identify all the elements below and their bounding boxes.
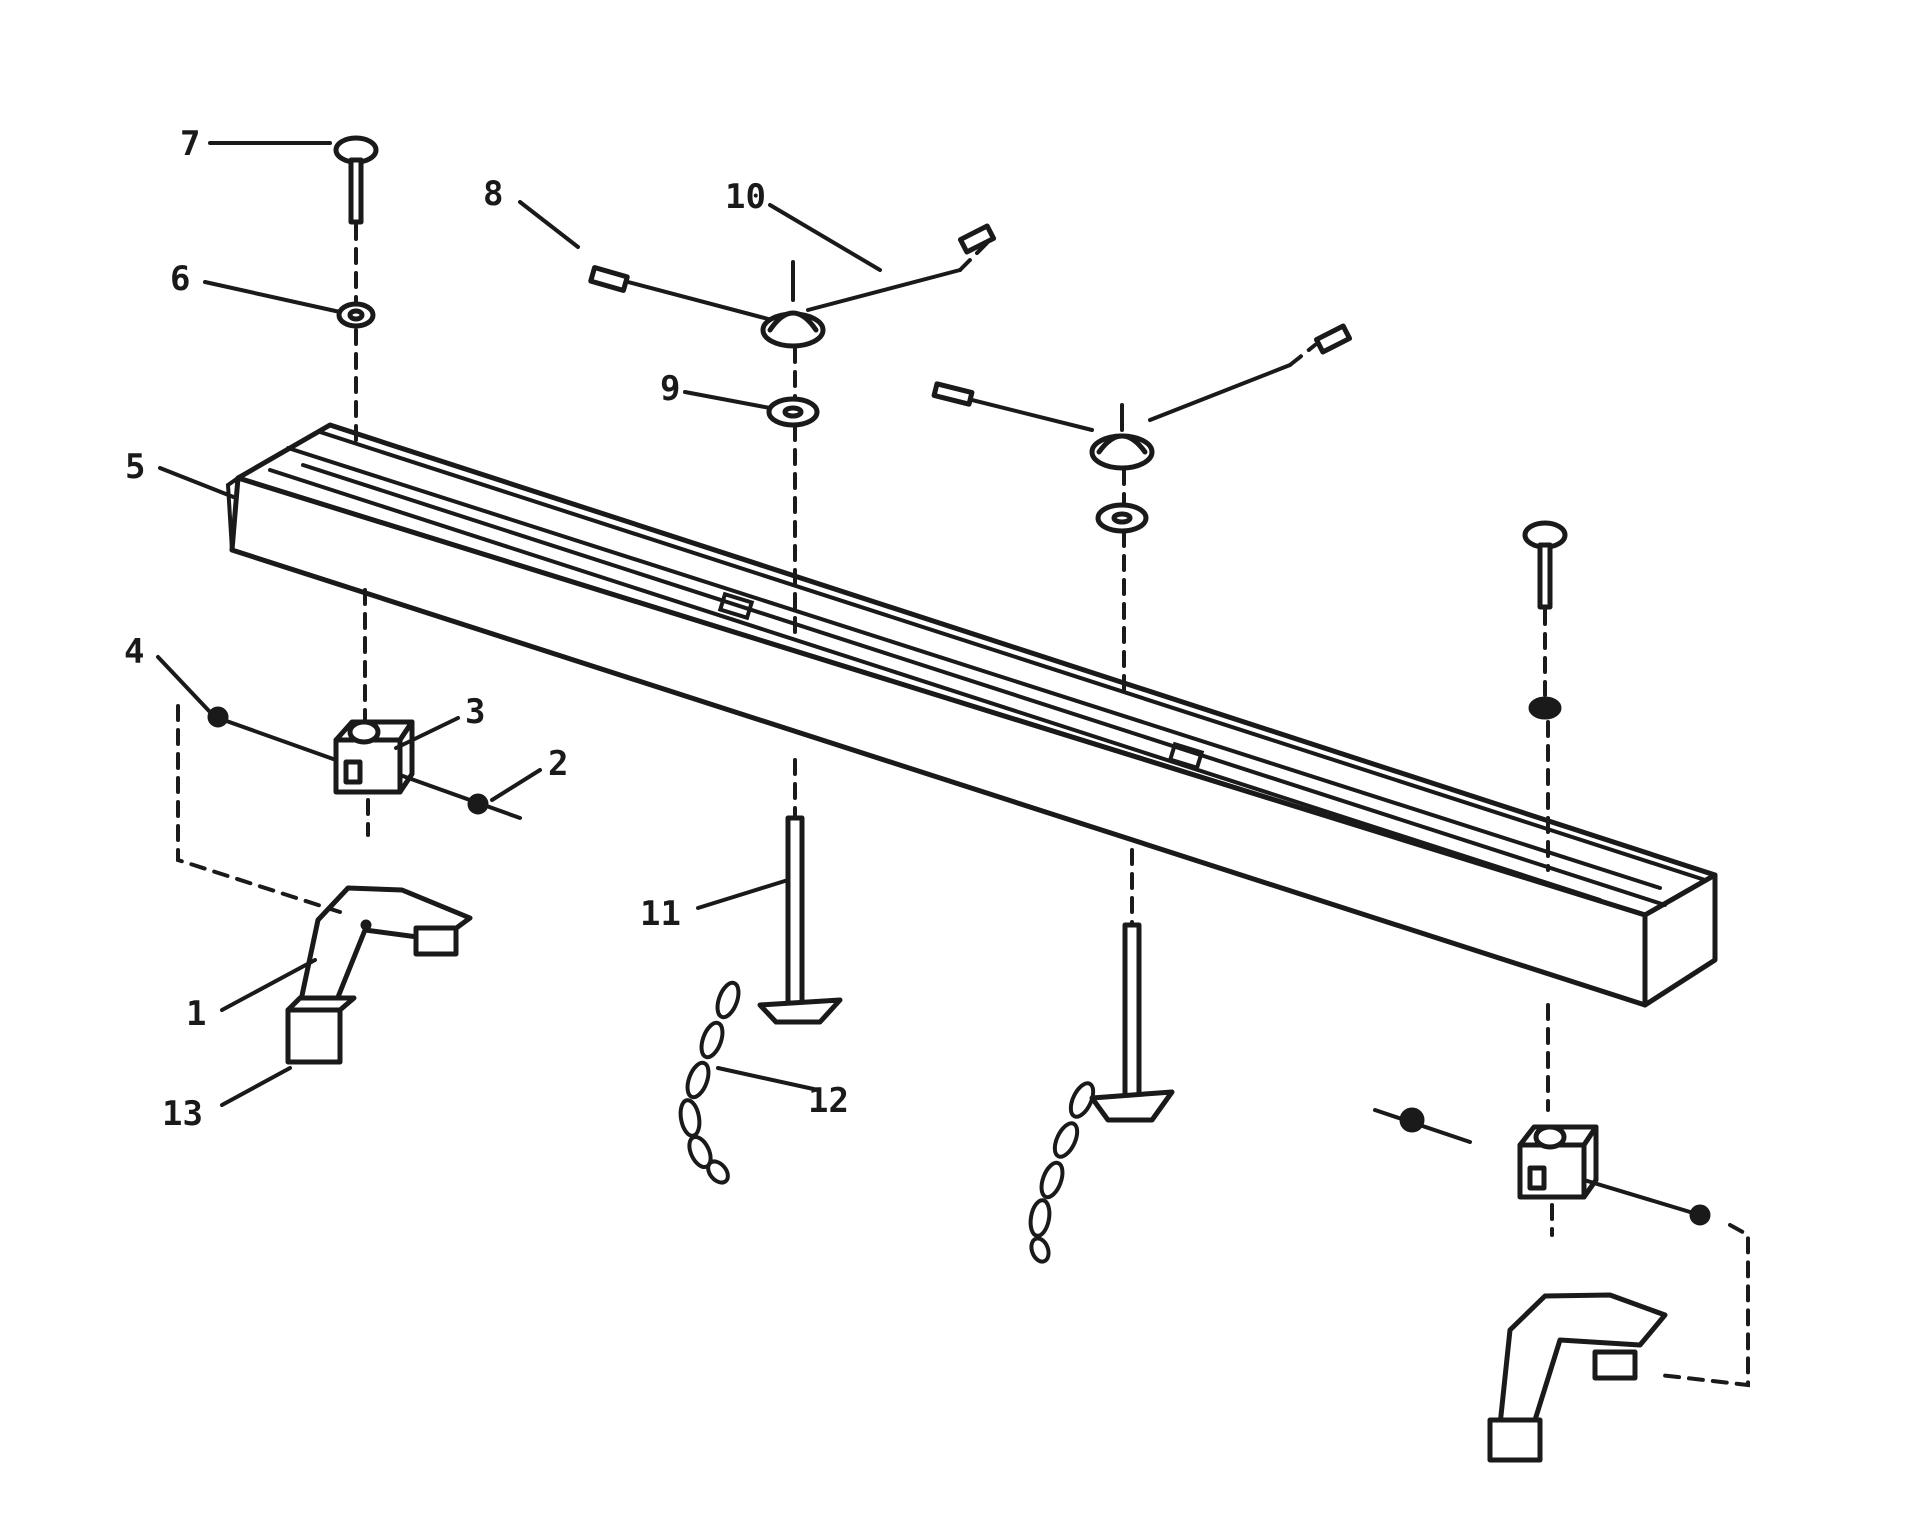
right-t-bolt: [1089, 922, 1175, 1123]
callout-4: 4: [124, 632, 144, 672]
callout-11: 11: [640, 894, 681, 934]
right-nut-right: [1689, 1204, 1711, 1226]
right-foot-bracket: [1487, 1292, 1668, 1463]
callout-2: 2: [548, 744, 568, 784]
callout-9: 9: [660, 369, 680, 409]
left-nut-part-4: [207, 706, 229, 728]
right-chain: [1028, 1081, 1096, 1264]
callout-3: 3: [465, 692, 485, 732]
right-clamp-block: [1517, 1124, 1599, 1200]
callout-6: 6: [170, 259, 190, 299]
left-clamp-block-part-3: [333, 719, 415, 795]
callout-1: 1: [186, 994, 206, 1034]
left-washer-part-6: [336, 301, 376, 329]
left-foot-bracket-part-1: [297, 885, 473, 1008]
left-nut-part-2: [467, 793, 489, 815]
callout-10: 10: [725, 177, 766, 217]
callout-13: 13: [162, 1094, 203, 1134]
center-washer-part-9: [766, 396, 820, 428]
callout-7: 7: [180, 124, 200, 164]
center-chain-part-12: [678, 980, 741, 1185]
right-handle-assembly: [931, 323, 1353, 534]
right-nut-left: [1399, 1107, 1425, 1133]
callout-5: 5: [125, 447, 145, 487]
callout-8: 8: [483, 174, 503, 214]
center-t-bolt-part-11: [757, 815, 843, 1025]
right-nut-top: [1528, 696, 1562, 720]
rail-beam-part-5: [225, 422, 1718, 1008]
left-bolt-part-7: [333, 135, 379, 225]
left-foot-pad-part-13: [285, 995, 357, 1065]
right-bolt: [1522, 520, 1568, 610]
center-handle-part-10: [588, 223, 997, 349]
callout-12: 12: [808, 1081, 849, 1121]
